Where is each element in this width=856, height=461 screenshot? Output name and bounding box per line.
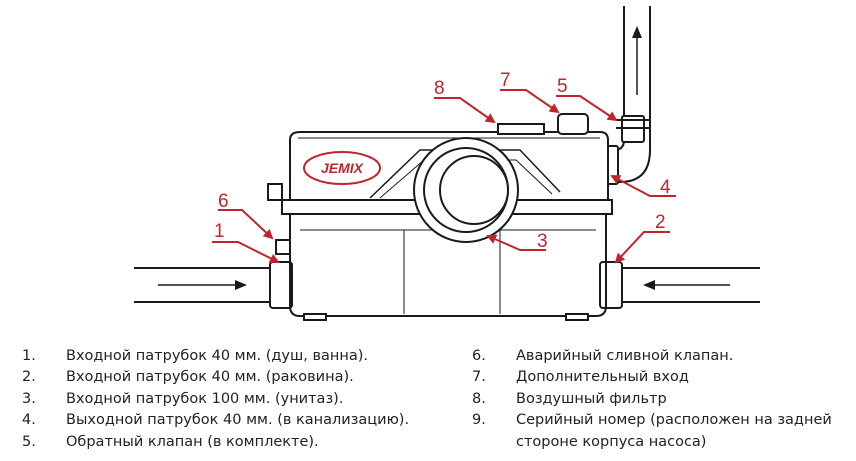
legend-item: 1. Входной патрубок 40 мм. (душ, ванна). <box>22 346 442 367</box>
legend-left: 1.Входной патрубок 40 мм. (душ, ванна). … <box>22 346 442 453</box>
legend-text: Выходной патрубок 40 мм. (в канализацию)… <box>66 412 410 429</box>
callout-leaders <box>212 89 676 264</box>
callout-7: 7 <box>500 70 511 91</box>
legend-item: 8. Воздушный фильтр <box>472 389 852 410</box>
legend-item: 5. Обратный клапан (в комплекте). <box>22 432 442 453</box>
legend-item: 2. Входной патрубок 40 мм. (раковина). <box>22 367 442 388</box>
left-inlet-pipe <box>134 261 293 309</box>
legend-item: 6. Аварийный сливной клапан. <box>472 346 852 367</box>
callout-2: 2 <box>655 212 666 233</box>
callout-4: 4 <box>660 177 671 198</box>
legend-right: 6. Аварийный сливной клапан. 7. Дополнител… <box>472 346 852 453</box>
legend-text: Серийный номер (расположен на задней сто… <box>516 412 832 450</box>
pump-diagram: JEMIX 1 2 3 4 5 6 7 8 <box>134 6 760 321</box>
legend-number: 3. <box>22 390 36 407</box>
callout-1: 1 <box>214 221 225 242</box>
legend-text: Входной патрубок 100 мм. (унитаз). <box>66 390 344 407</box>
outlet-pipe <box>601 6 651 185</box>
right-inlet-pipe <box>599 261 760 309</box>
legend-item: 9. Серийный номер (расположен на задней с… <box>472 410 852 453</box>
legend-number: 7. <box>472 369 486 386</box>
callout-6: 6 <box>218 191 229 212</box>
legend-text: Входной патрубок 40 мм. (раковина). <box>66 369 354 386</box>
extra-inlet <box>557 113 589 135</box>
legend-number: 9. <box>472 412 486 429</box>
legend-item: 7. Дополнительный вход <box>472 367 852 388</box>
legend-text: Воздушный фильтр <box>516 390 667 407</box>
svg-text:JEMIX: JEMIX <box>321 160 365 176</box>
jemix-logo: JEMIX <box>303 151 381 185</box>
callout-3: 3 <box>537 231 548 252</box>
legend-number: 1. <box>22 348 36 364</box>
legend-item: 3. Входной патрубок 100 мм. (унитаз). <box>22 389 442 410</box>
callout-8: 8 <box>434 78 445 99</box>
air-filter <box>497 123 545 135</box>
legend-text: Обратный клапан (в комплекте). <box>66 433 319 450</box>
legend-text: Входной патрубок 40 мм. (душ, ванна). <box>66 348 369 364</box>
legend-text: Аварийный сливной клапан. <box>516 348 734 364</box>
legend-text: Дополнительный вход <box>516 369 689 386</box>
legend-number: 8. <box>472 390 486 407</box>
pump-body <box>267 131 613 321</box>
legend-number: 5. <box>22 433 36 450</box>
toilet-inlet-100mm <box>413 137 519 243</box>
legend-number: 4. <box>22 412 36 429</box>
legend-number: 2. <box>22 369 36 386</box>
legend-item: 4. Выходной патрубок 40 мм. (в канализаци… <box>22 410 442 431</box>
callout-5: 5 <box>557 76 568 97</box>
legend-number: 6. <box>472 348 486 364</box>
